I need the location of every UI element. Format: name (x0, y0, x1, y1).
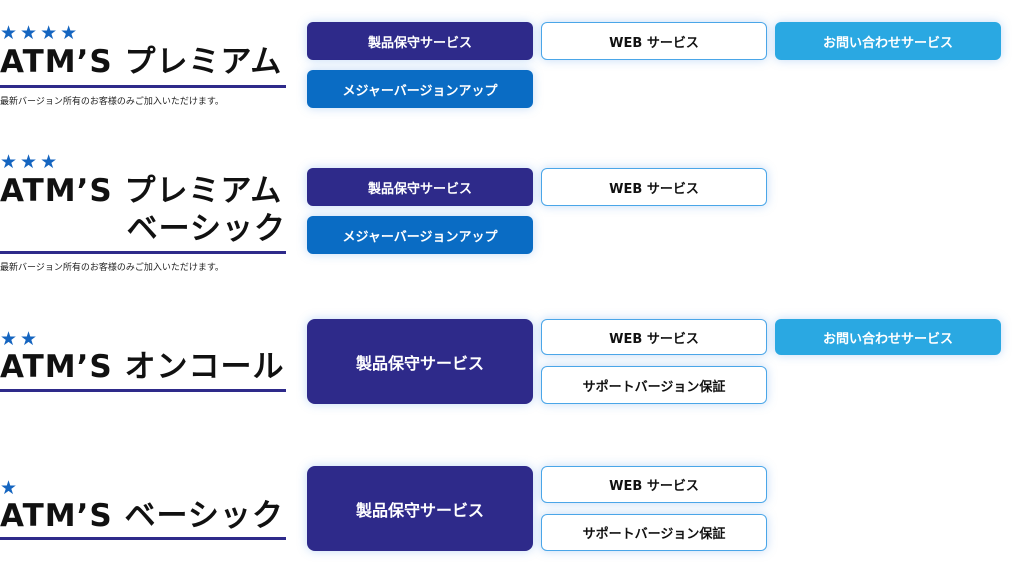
product-maintenance-button[interactable]: 製品保守サービス (307, 168, 533, 206)
plan-title-line1: ATM’S オンコール (0, 349, 285, 385)
plan-title: ATM’S プレミアム ベーシック (0, 172, 286, 248)
rating-stars: ★★★★ (0, 22, 81, 44)
plan-title: ATM’S ベーシック (0, 497, 286, 535)
plan-title: ATM’S オンコール (0, 348, 286, 386)
title-underline (0, 85, 286, 88)
plan-title-line1: ATM’S プレミアム (0, 44, 283, 80)
web-service-button[interactable]: WEB サービス (541, 168, 767, 206)
rating-stars: ★★ (0, 328, 41, 350)
web-service-button[interactable]: WEB サービス (541, 319, 767, 355)
plan-title-line2: ベーシック (126, 211, 286, 247)
rating-stars: ★★★ (0, 151, 61, 173)
plan-title: ATM’S プレミアム (0, 43, 286, 81)
support-version-guarantee-button[interactable]: サポートバージョン保証 (541, 366, 767, 404)
web-service-button[interactable]: WEB サービス (541, 466, 767, 503)
inquiry-service-button[interactable]: お問い合わせサービス (775, 22, 1001, 60)
major-version-upgrade-button[interactable]: メジャーバージョンアップ (307, 70, 533, 108)
title-underline (0, 389, 286, 392)
plan-note: 最新バージョン所有のお客様のみご加入いただけます。 (0, 263, 224, 273)
plan-title-line1: ATM’S プレミアム (0, 173, 283, 209)
title-underline (0, 251, 286, 254)
product-maintenance-button[interactable]: 製品保守サービス (307, 22, 533, 60)
product-maintenance-button[interactable]: 製品保守サービス (307, 319, 533, 404)
inquiry-service-button[interactable]: お問い合わせサービス (775, 319, 1001, 355)
title-underline (0, 537, 286, 540)
product-maintenance-button[interactable]: 製品保守サービス (307, 466, 533, 551)
major-version-upgrade-button[interactable]: メジャーバージョンアップ (307, 216, 533, 254)
rating-stars: ★ (0, 477, 21, 499)
web-service-button[interactable]: WEB サービス (541, 22, 767, 60)
support-version-guarantee-button[interactable]: サポートバージョン保証 (541, 514, 767, 551)
plan-title-line1: ATM’S ベーシック (0, 498, 284, 534)
plan-note: 最新バージョン所有のお客様のみご加入いただけます。 (0, 97, 224, 107)
